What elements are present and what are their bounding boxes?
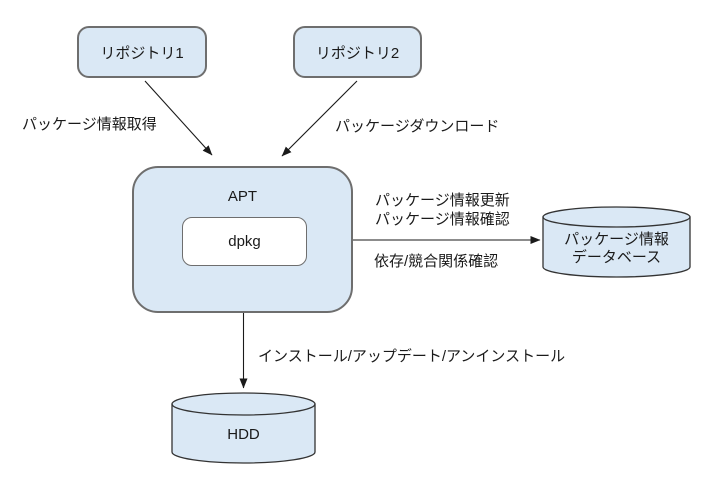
edge-label-dependency-conflict-check: 依存/競合関係確認 bbox=[374, 253, 499, 270]
node-package-db-label: パッケージ情報 データベース bbox=[564, 231, 669, 266]
hdd-cylinder bbox=[171, 392, 316, 464]
node-repository-2: リポジトリ2 bbox=[293, 26, 422, 78]
node-repository-1-label: リポジトリ1 bbox=[100, 44, 184, 62]
edge-label-package-info-get: パッケージ情報取得 bbox=[22, 116, 157, 133]
node-dpkg-label: dpkg bbox=[228, 233, 261, 250]
edge-label-install-update-uninstall: インストール/アップデート/アンインストール bbox=[258, 348, 566, 365]
node-dpkg: dpkg bbox=[182, 217, 307, 266]
edge-label-package-info-update: パッケージ情報更新 bbox=[375, 192, 510, 209]
arrow-repo2-to-apt bbox=[281, 80, 358, 157]
node-apt-label: APT bbox=[227, 188, 258, 205]
arrow-repo1-to-apt bbox=[144, 80, 213, 156]
node-hdd-label: HDD bbox=[227, 426, 260, 443]
edge-label-package-info-check: パッケージ情報確認 bbox=[375, 211, 510, 228]
node-repository-1: リポジトリ1 bbox=[77, 26, 207, 78]
node-repository-2-label: リポジトリ2 bbox=[315, 44, 400, 62]
edge-label-package-download: パッケージダウンロード bbox=[335, 118, 500, 135]
package-db-cylinder bbox=[542, 206, 691, 278]
node-apt: APT dpkg bbox=[132, 166, 353, 313]
